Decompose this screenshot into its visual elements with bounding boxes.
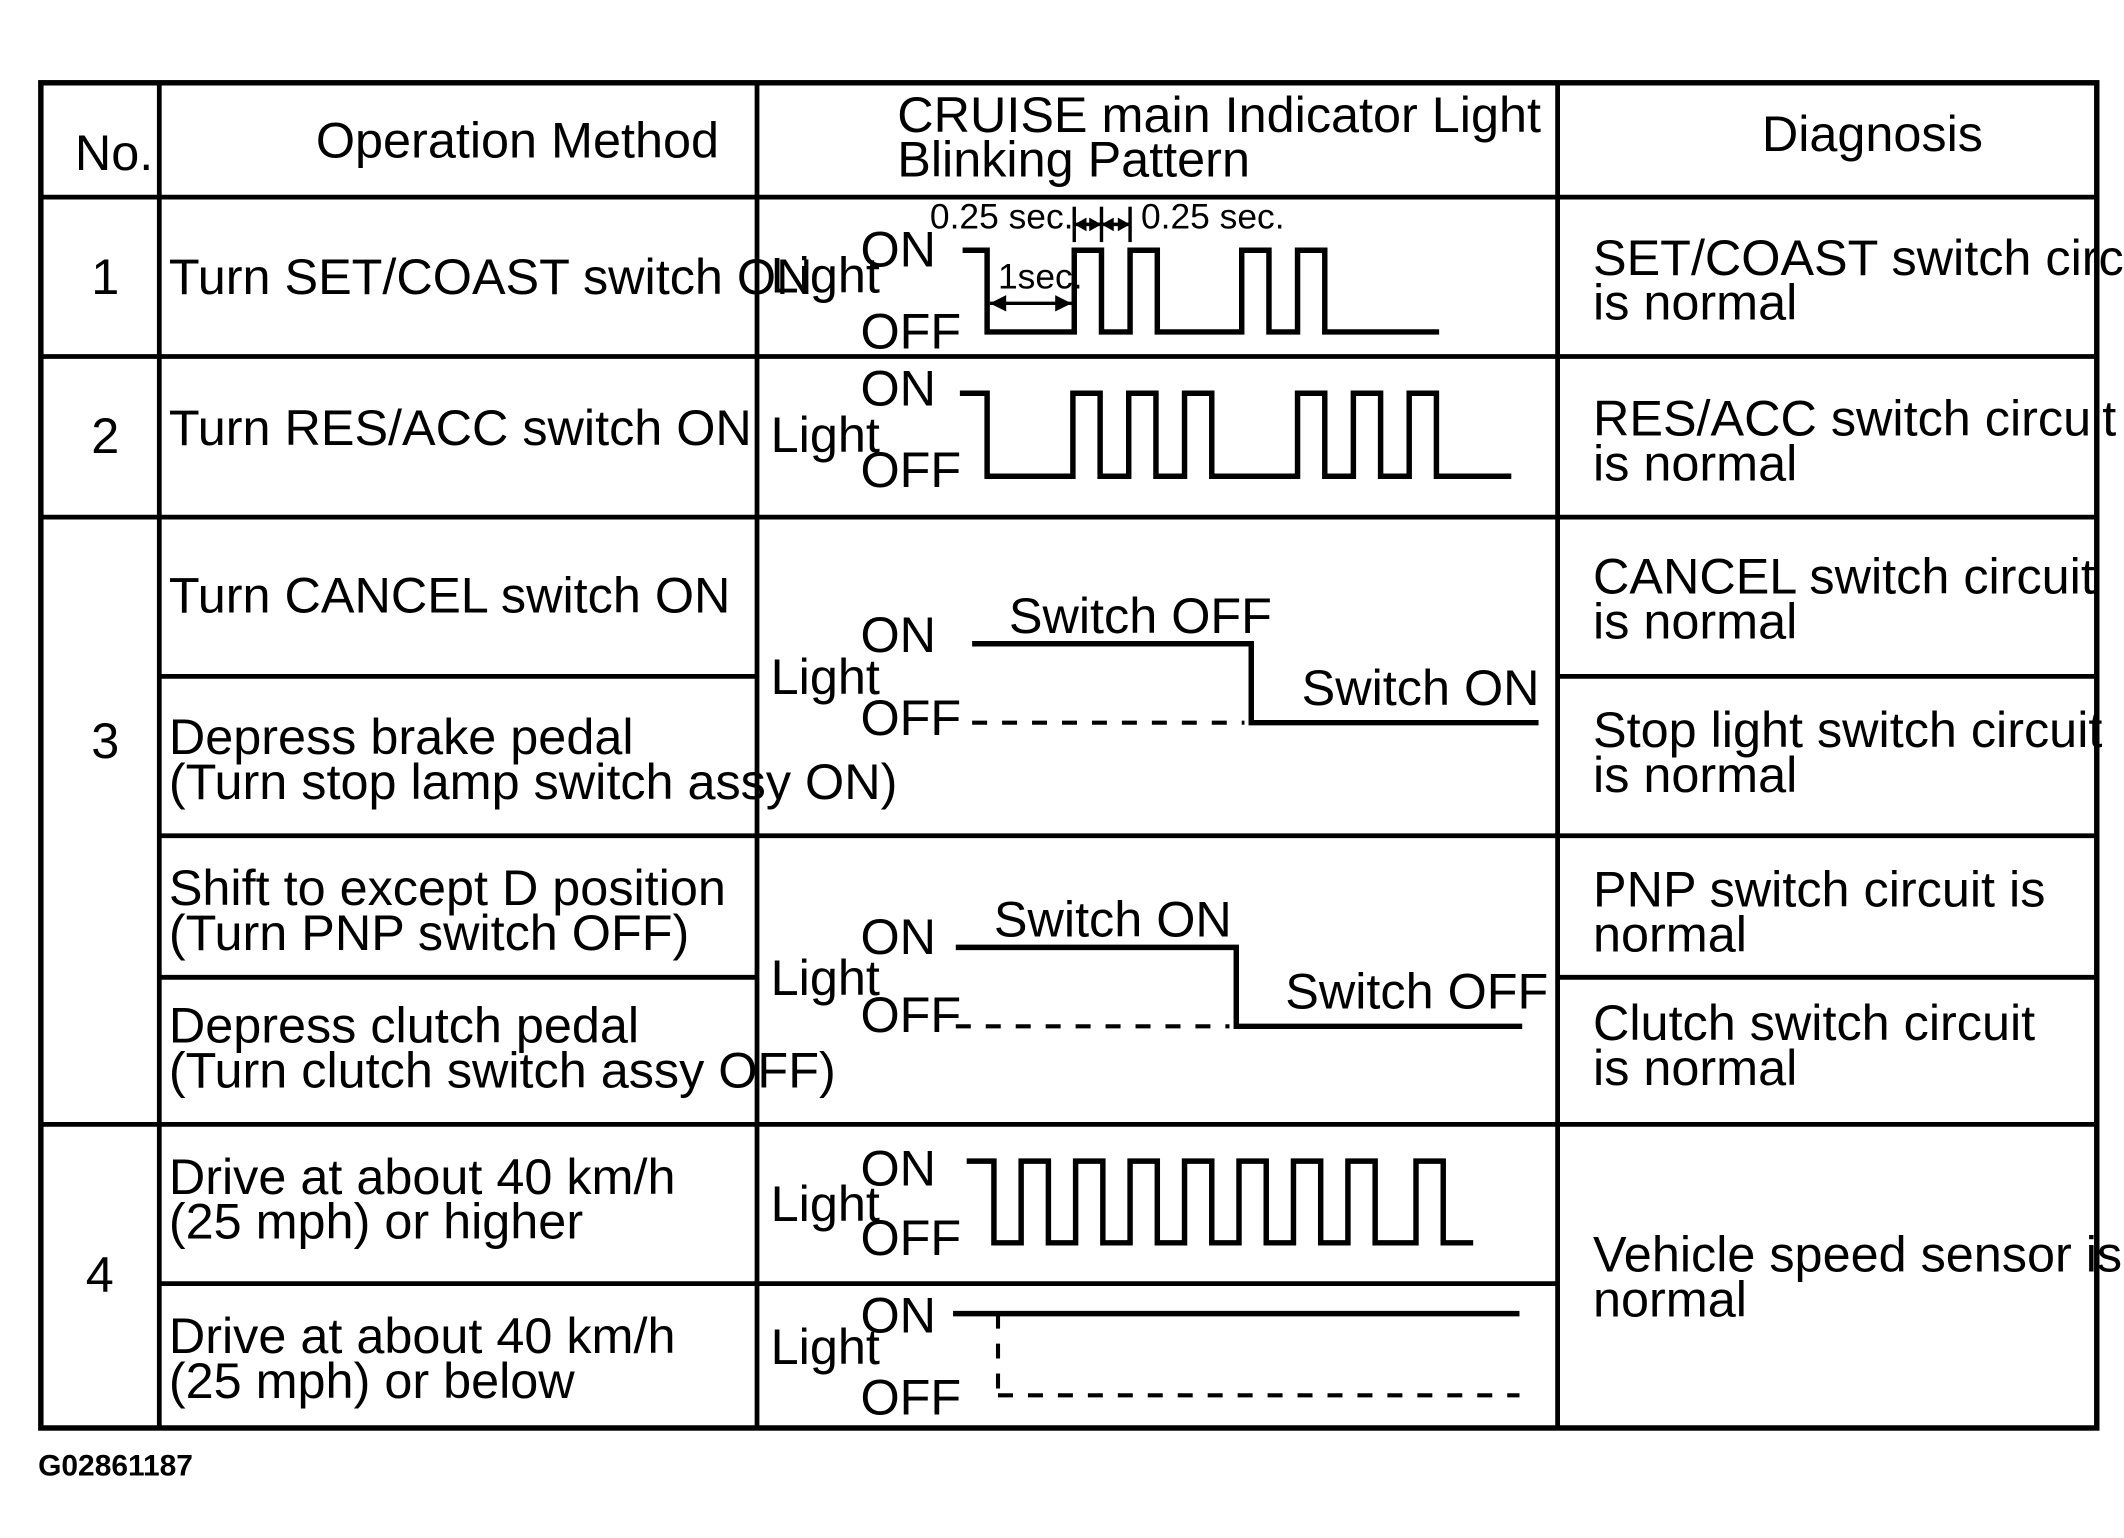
- header-diagnosis: Diagnosis: [1762, 105, 1983, 162]
- row3-pnp-diagnosis-line2: normal: [1593, 905, 1747, 962]
- row4-speed-pulse-waveform: [966, 1158, 1474, 1246]
- row4-higher-operation-line2: (25 mph) or higher: [169, 1193, 583, 1250]
- row1-on-label: ON: [860, 221, 936, 278]
- row3a-on-label: ON: [860, 606, 936, 663]
- row3-brake-operation-line1: Depress brake pedal: [169, 708, 634, 765]
- row2-on-label: ON: [860, 359, 936, 416]
- row4-below-operation-line2: (25 mph) or below: [169, 1352, 575, 1409]
- row3a-off-label: OFF: [860, 689, 961, 746]
- row2-light-label: Light: [771, 406, 880, 463]
- row3-clutch-operation-line2: (Turn clutch switch assy OFF): [169, 1042, 836, 1099]
- row-3: 3 Turn CANCEL switch ON Depress brake pe…: [91, 547, 2102, 1098]
- header-pattern-line2: Blinking Pattern: [897, 131, 1250, 188]
- row3a-label-low: Switch ON: [1302, 659, 1540, 716]
- row3-pnp-operation-line2: (Turn PNP switch OFF): [169, 904, 689, 961]
- row2-blink-waveform: [959, 390, 1512, 479]
- row2-diagnosis-line1: RES/ACC switch circuit: [1593, 389, 2116, 446]
- header-operation-method: Operation Method: [316, 112, 719, 169]
- figure-id: G02861187: [38, 1450, 193, 1483]
- row2-off-label: OFF: [860, 441, 961, 498]
- row3-cancel-diagnosis-line2: is normal: [1593, 592, 1797, 649]
- table-border: [38, 80, 2100, 1431]
- row4a-light-label: Light: [771, 1175, 880, 1232]
- row3a-label-high: Switch OFF: [1009, 587, 1272, 644]
- row3-pnp-diagnosis-line1: PNP switch circuit is: [1593, 861, 2045, 918]
- row3-clutch-operation-line1: Depress clutch pedal: [169, 997, 639, 1054]
- row4a-off-label: OFF: [860, 1209, 961, 1266]
- row3a-light-label: Light: [771, 648, 880, 705]
- row3-brake-diagnosis-line2: is normal: [1593, 746, 1797, 803]
- row3b-label-low: Switch OFF: [1285, 963, 1548, 1020]
- row4-below-operation-line1: Drive at about 40 km/h: [169, 1307, 676, 1364]
- row3-cancel-operation: Turn CANCEL switch ON: [169, 566, 731, 623]
- row3-clutch-diagnosis-line2: is normal: [1593, 1039, 1797, 1096]
- row1-arrowhead-b: [1089, 217, 1102, 232]
- row3b-step-waveform: [955, 944, 1523, 1030]
- row4-no: 4: [86, 1246, 114, 1303]
- row1-diagnosis-line2: is normal: [1593, 274, 1797, 331]
- row3-pnp-operation-line1: Shift to except D position: [169, 859, 726, 916]
- row-4: 4 Drive at about 40 km/h (25 mph) or hig…: [86, 1140, 2122, 1426]
- row3-brake-operation-line2: (Turn stop lamp switch assy ON): [169, 753, 898, 810]
- row4-higher-operation-line1: Drive at about 40 km/h: [169, 1148, 676, 1205]
- header-pattern-line1: CRUISE main Indicator Light: [897, 86, 1541, 143]
- row3-no: 3: [91, 712, 119, 769]
- row3b-label-high: Switch ON: [994, 890, 1232, 947]
- row1-interval-label: 1sec.: [998, 257, 1083, 296]
- row2-diagnosis-line2: is normal: [1593, 434, 1797, 491]
- row1-blink-waveform: [962, 247, 1440, 335]
- row4b-off-label: OFF: [860, 1368, 961, 1425]
- row1-arrowhead-a: [1074, 217, 1087, 232]
- row4b-light-label: Light: [771, 1318, 880, 1375]
- row3a-step-waveform: [972, 641, 1539, 726]
- table-header: No. Operation Method CRUISE main Indicat…: [75, 86, 1983, 188]
- row1-arrowhead-c: [1101, 217, 1114, 232]
- row1-operation: Turn SET/COAST switch ON: [169, 248, 813, 305]
- row1-diagnosis-line1: SET/COAST switch circuit: [1593, 229, 2124, 286]
- row4a-on-label: ON: [860, 1140, 936, 1197]
- table-grid: [38, 80, 2100, 1431]
- row1-interval-arrowhead-right: [1055, 295, 1072, 312]
- row3-brake-diagnosis-line1: Stop light switch circuit: [1593, 701, 2102, 758]
- row4-diagnosis-line1: Vehicle speed sensor is: [1593, 1225, 2122, 1282]
- row4-diagnosis-line2: normal: [1593, 1270, 1747, 1327]
- row2-operation: Turn RES/ACC switch ON: [169, 399, 752, 456]
- row3b-light-label: Light: [771, 949, 880, 1006]
- row3-cancel-diagnosis-line1: CANCEL switch circuit: [1593, 547, 2095, 604]
- row2-no: 2: [91, 407, 119, 464]
- row3-clutch-diagnosis-line1: Clutch switch circuit: [1593, 994, 2035, 1051]
- row1-no: 1: [91, 248, 119, 305]
- row1-light-label: Light: [771, 246, 880, 303]
- row-2: 2 Turn RES/ACC switch ON Light ON OFF RE…: [91, 359, 2116, 498]
- row1-timing-right: 0.25 sec.: [1141, 197, 1285, 236]
- row3b-off-label: OFF: [860, 986, 961, 1043]
- row1-interval-arrowhead-left: [989, 295, 1007, 312]
- row1-off-label: OFF: [860, 302, 961, 359]
- row-1: 1 Turn SET/COAST switch ON Light ON OFF …: [91, 197, 2124, 359]
- row1-timing-left: 0.25 sec.: [930, 197, 1074, 236]
- row4b-on-label: ON: [860, 1287, 936, 1344]
- row1-arrowhead-d: [1117, 217, 1131, 232]
- row3b-on-label: ON: [860, 908, 936, 965]
- header-no: No.: [75, 124, 153, 181]
